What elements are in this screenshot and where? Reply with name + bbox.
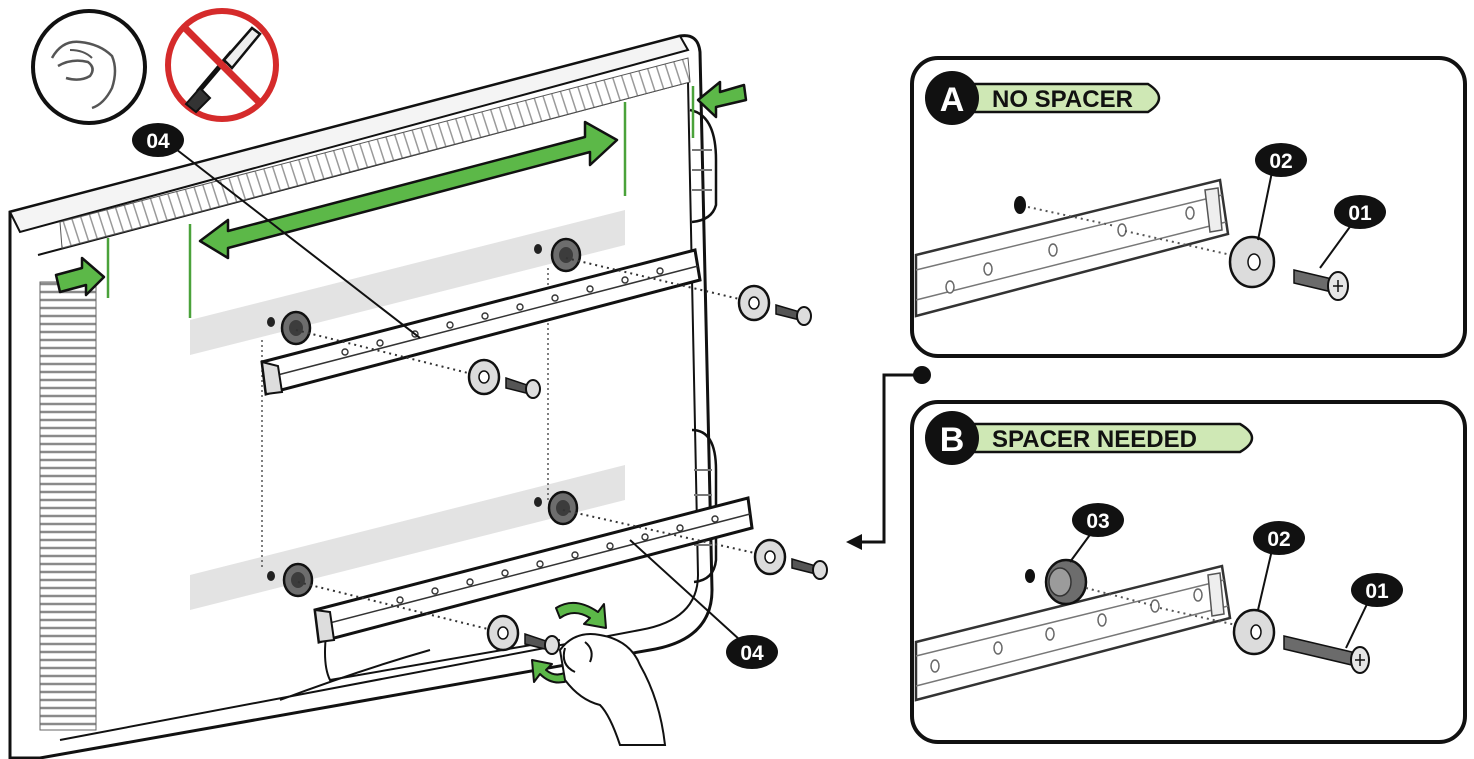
panel-a-callout-02-text: 02 [1269, 150, 1292, 173]
panel-b-spacer [1046, 560, 1086, 604]
callout-04-bottom: 04 [726, 635, 778, 669]
panel-b-callout-03-text: 03 [1086, 510, 1109, 533]
panel-b-title: SPACER NEEDED [992, 426, 1197, 453]
callout-04-top: 04 [132, 123, 184, 157]
panel-b-callout-02-text: 02 [1267, 528, 1290, 551]
no-screwdriver-icon [168, 11, 276, 119]
callout-04-bottom-text: 04 [740, 642, 764, 665]
panel-a-callout-01: 01 [1334, 195, 1386, 229]
panel-b-callout-02: 02 [1253, 521, 1305, 555]
panel-a-washer [1230, 237, 1274, 287]
panel-b-callout-01-text: 01 [1365, 580, 1389, 603]
panel-b-washer [1234, 610, 1274, 654]
panel-a-callout-02: 02 [1255, 143, 1307, 177]
right-edge-arrow [698, 82, 746, 117]
callout-04-top-text: 04 [146, 130, 170, 153]
panel-a-callout-01-text: 01 [1348, 202, 1372, 225]
hand-tighten-icon [33, 11, 145, 123]
panel-b-callout-03: 03 [1072, 503, 1124, 537]
panel-a: A NO SPACER 02 [912, 58, 1465, 356]
panel-a-title: NO SPACER [992, 86, 1133, 113]
panel-b-letter: B [940, 421, 965, 459]
panel-b-callout-01: 01 [1351, 573, 1403, 607]
panel-b: B SPACER NEEDED [912, 402, 1465, 742]
panel-a-letter: A [940, 81, 965, 119]
